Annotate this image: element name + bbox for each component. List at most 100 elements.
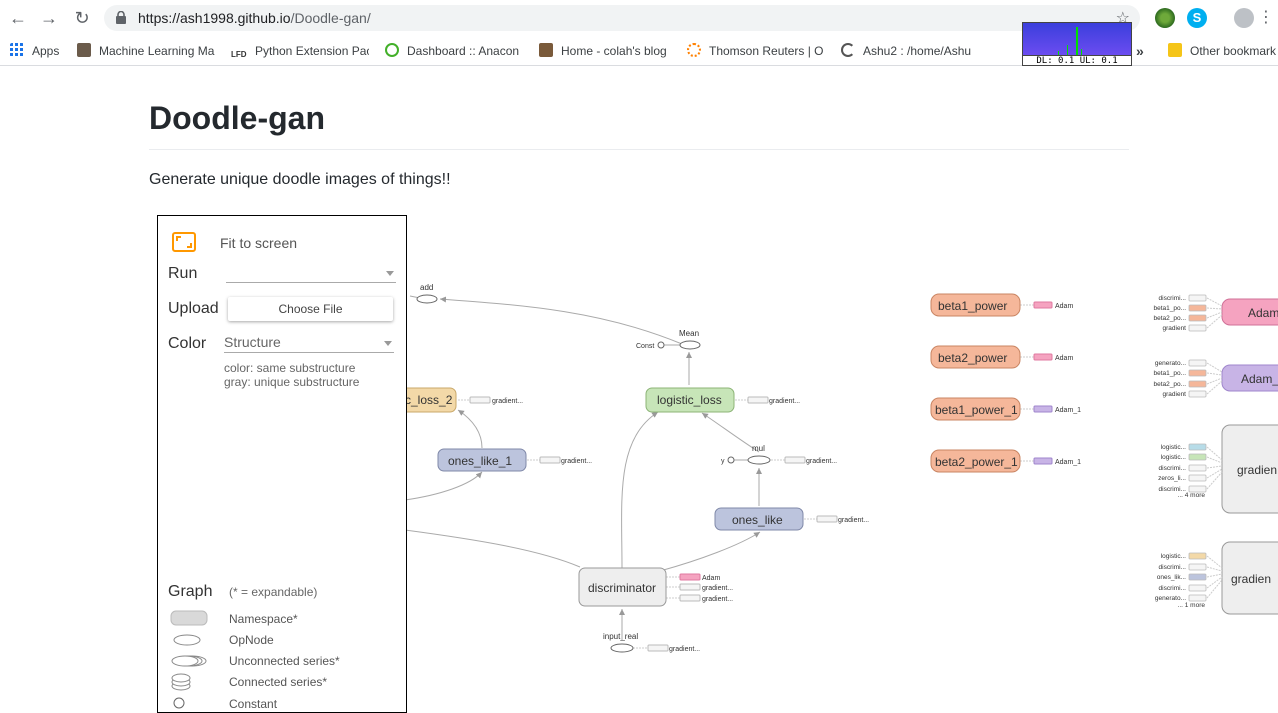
globe-extension-icon[interactable] [1155,8,1175,28]
network-monitor-widget: DL: 0.1 UL: 0.1 [1022,22,1132,66]
choose-file-button[interactable]: Choose File [228,297,393,321]
graph-label-beta2-po: beta2_po... [1153,315,1186,322]
network-monitor-label: DL: 0.1 UL: 0.1 [1023,55,1131,66]
bookmarks-overflow[interactable]: » [1136,43,1144,59]
bookmark-anaconda[interactable]: Dashboard :: Anacon [385,43,523,59]
node-label-logistic-loss: logistic_loss [657,393,722,407]
namespace-node-logistic-loss[interactable] [645,387,735,413]
namespace-node-beta2-power-1[interactable] [930,449,1021,473]
profile-avatar-icon[interactable] [1234,8,1254,28]
fit-to-screen-label[interactable]: Fit to screen [220,235,298,251]
constant-icon [173,697,185,709]
graph-label-adam: Adam [702,575,720,582]
graph-label-adam-1: Adam_1 [1055,459,1081,466]
color-select[interactable]: Structure [224,333,394,353]
bookmark-thomson-reuters[interactable]: Thomson Reuters | O [687,43,825,59]
graph-label-gradient: gradient... [702,596,733,603]
color-label: Color [168,335,207,352]
node-label-beta1-power-1: beta1_power_1 [935,403,1018,417]
network-monitor-graph [1023,23,1131,55]
bookmark-apps[interactable]: Apps [10,43,59,59]
graph-label-ones-lik: ones_lik... [1157,574,1186,581]
fit-to-screen-icon[interactable] [172,232,196,252]
graph-label-discrimi: discrimi... [1159,585,1187,592]
namespace-node-beta1-power-1[interactable] [930,397,1021,421]
legend-unconnected-series: Unconnected series* [170,652,400,670]
color-note-same: color: same substructure [224,361,356,375]
graph-label-zeros-li: zeros_li... [1158,475,1186,482]
legend-connected-series: Connected series* [170,673,400,691]
graph-label-beta2-po: beta2_po... [1153,381,1186,388]
node-label-gradients-1: gradien [1231,572,1271,586]
apps-grid-icon [10,43,23,56]
back-arrow-icon[interactable]: ← [9,8,27,28]
op-node-mean[interactable] [679,340,701,350]
graph-label-logistic: logistic... [1161,444,1186,451]
constant-node-y[interactable] [727,456,735,464]
colah-icon [539,43,553,57]
namespace-node-ones-like[interactable] [714,507,804,531]
unconnected-series-icon [171,655,207,667]
graph-label-adam: Adam [1055,355,1073,362]
jupyter-icon [841,43,855,57]
connected-series-icon [171,673,191,691]
legend-namespace: Namespace* [170,610,400,628]
bookmark-jupyter[interactable]: Ashu2 : /home/Ashu [841,43,979,59]
graph-label-gradient: gradient... [702,585,733,592]
constant-node[interactable] [657,341,665,349]
chevron-down-icon [386,271,394,276]
bookmark-colah[interactable]: Home - colah's blog [539,43,674,59]
skype-icon[interactable]: S [1187,8,1207,28]
graph-label-discrimi: discrimi... [1159,486,1187,493]
graph-label-more: ... 1 more [1178,602,1206,609]
bookmark-machine-learning[interactable]: Machine Learning Ma [77,43,215,59]
node-label-beta2-power-1: beta2_power_1 [935,455,1018,469]
anaconda-icon [385,43,399,57]
graph-label-generato: generato... [1155,360,1186,367]
graph-label-logistic: logistic... [1161,454,1186,461]
namespace-node-discriminator[interactable] [578,567,667,607]
graph-label-more: ... 4 more [1178,492,1206,499]
node-label-ones-like: ones_like [732,513,783,527]
menu-dots-icon[interactable]: ⋮ [1258,9,1274,26]
thomson-reuters-icon [687,43,701,57]
chevron-down-icon [384,341,392,346]
legend-opnode: OpNode [170,631,400,649]
node-label-beta2-power: beta2_power [938,351,1007,365]
forward-arrow-icon[interactable]: → [40,8,58,28]
graph-label-gradient: gradient... [838,517,869,524]
graph-label-discrimi: discrimi... [1159,295,1187,302]
graph-label-beta1-po: beta1_po... [1153,370,1186,377]
run-select[interactable] [226,263,396,283]
browser-toolbar: ← → ↻ https://ash1998.github.io/Doodle-g… [0,0,1278,36]
graph-control-panel: Fit to screen Run Upload Choose File Col… [157,215,407,713]
address-bar[interactable]: https://ash1998.github.io/Doodle-gan/ ☆ [104,5,1140,31]
op-label-const: Const [636,343,654,350]
lfd-icon: LFD [231,50,247,59]
namespace-node-beta2-power[interactable] [930,345,1021,369]
namespace-node-ones-like-1[interactable] [437,448,527,472]
op-label-add: add [420,283,433,292]
op-node-add[interactable] [416,294,438,304]
upload-label: Upload [168,300,219,317]
graph-label-gradient: gradient... [492,398,523,405]
bookmark-other[interactable]: Other bookmark [1168,43,1278,59]
op-label-mean: Mean [679,329,699,338]
namespace-node-beta1-power[interactable] [930,293,1021,317]
reload-icon[interactable]: ↻ [74,8,90,28]
graph-label-gradient: gradient [1163,391,1187,398]
namespace-node-gradients[interactable] [1221,424,1278,514]
graph-canvas[interactable]: gradient... gradient... gradient... grad… [157,212,1278,713]
color-note-unique: gray: unique substructure [224,375,360,389]
graph-label-gradient: gradient... [806,458,837,465]
op-node-input-real[interactable] [610,643,634,653]
op-node-mul[interactable] [747,455,771,465]
graph-label-gradient: gradient... [769,398,800,405]
node-label-discriminator: discriminator [588,581,656,595]
namespace-node-gradients-1[interactable] [1221,541,1278,615]
node-label-ones-like-1: ones_like_1 [448,454,512,468]
page-title: Doodle-gan [149,100,325,136]
title-divider [149,149,1129,150]
